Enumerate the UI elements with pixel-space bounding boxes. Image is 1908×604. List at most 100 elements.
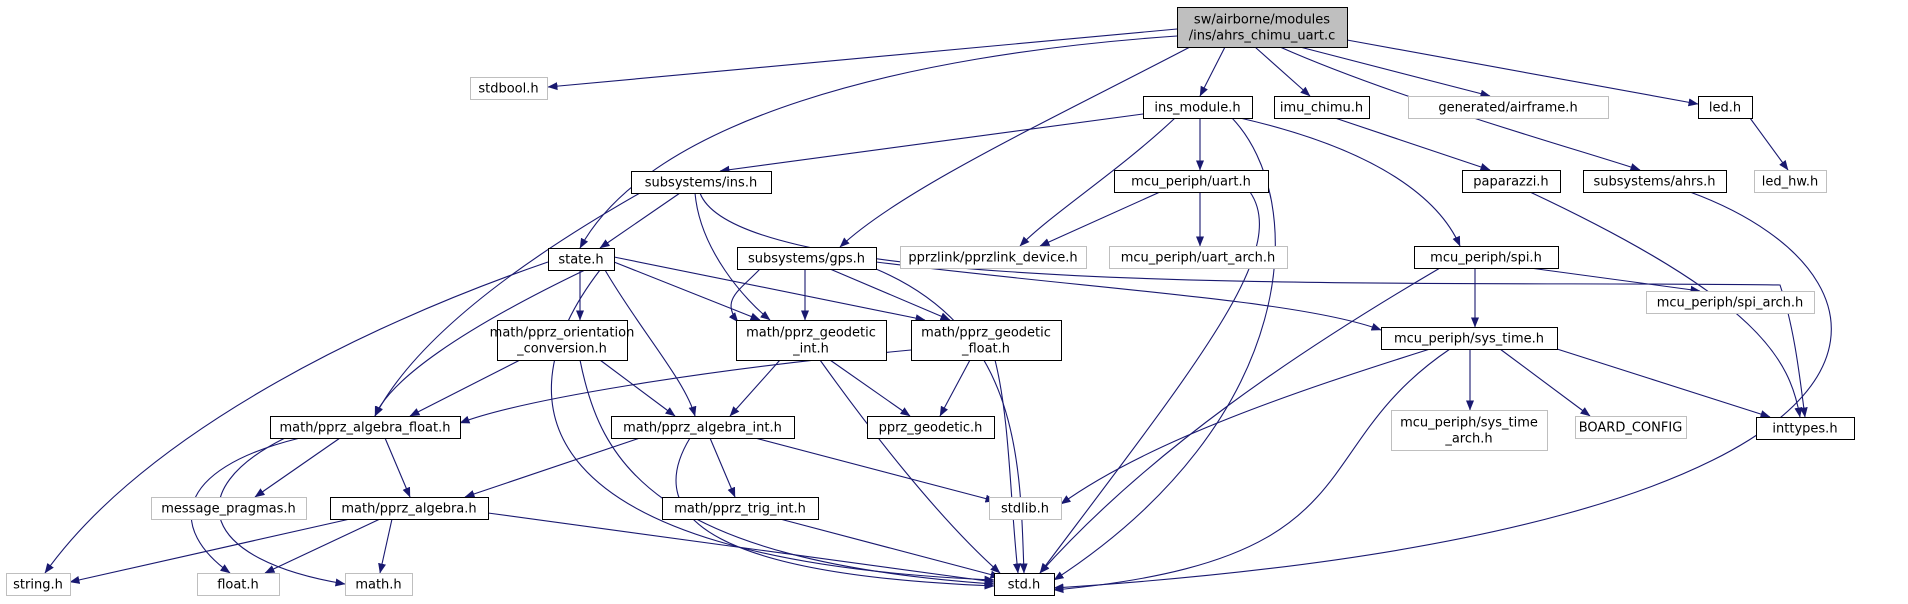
node-label: mcu_periph/uart_arch.h xyxy=(1121,251,1276,266)
node-uart[interactable]: mcu_periph/uart.h xyxy=(1114,170,1269,193)
edge-orient-to-alg_float xyxy=(409,359,521,417)
edge-arrow xyxy=(1279,46,1641,171)
node-geo-int[interactable]: math/pprz_geodetic_int.h xyxy=(736,320,887,361)
edge-arrow xyxy=(1019,117,1176,247)
node-box xyxy=(1109,246,1288,269)
edge-subsys_ins-to-state xyxy=(599,192,681,249)
edge-arrow xyxy=(579,359,995,588)
node-sys-time[interactable]: mcu_periph/sys_time.h xyxy=(1381,327,1558,350)
edge-subsys_gps-to-geo_float xyxy=(829,268,951,321)
node-pprz-geodetic[interactable]: pprz_geodetic.h xyxy=(867,416,995,439)
edge-arrow xyxy=(374,192,641,417)
edge-arrow xyxy=(675,437,995,590)
node-box xyxy=(1698,96,1753,119)
node-box xyxy=(1114,170,1269,193)
edge-sys_time-to-stdlib xyxy=(1060,348,1431,505)
node-root[interactable]: sw/airborne/modules/ins/ahrs_chimu_uart.… xyxy=(1177,7,1348,48)
node-box xyxy=(662,497,819,520)
edge-subsys_ins-to-geo_int xyxy=(694,192,771,321)
node-alg-int[interactable]: math/pprz_algebra_int.h xyxy=(611,416,795,439)
node-state[interactable]: state.h xyxy=(548,248,615,271)
node-std[interactable]: std.h xyxy=(994,573,1055,596)
node-trig-int[interactable]: math/pprz_trig_int.h xyxy=(662,497,819,520)
node-stdbool: stdbool.h xyxy=(470,77,548,100)
edge-arrow xyxy=(829,359,911,417)
edge-state-to-alg_float xyxy=(374,269,586,417)
edge-state-to-geo_float xyxy=(613,256,926,323)
edge-arrow xyxy=(819,359,1001,574)
edge-alg_float-to-math xyxy=(218,437,346,587)
edge-arrow xyxy=(754,437,996,503)
edge-arrow xyxy=(1039,191,1260,574)
edge-arrow xyxy=(254,437,341,498)
edge-arrow xyxy=(1299,46,1491,98)
edge-arrow xyxy=(409,359,521,417)
node-paparazzi[interactable]: paparazzi.h xyxy=(1462,170,1561,193)
node-geo-float[interactable]: math/pprz_geodetic_float.h xyxy=(911,320,1062,361)
edge-arrow xyxy=(729,359,781,417)
node-spi[interactable]: mcu_periph/spi.h xyxy=(1414,246,1559,269)
node-ins-module[interactable]: ins_module.h xyxy=(1143,96,1253,119)
edge-arrow xyxy=(1053,117,1276,581)
edge-arrow xyxy=(939,359,971,417)
edge-root-to-imu_chimu xyxy=(1254,46,1311,97)
node-box xyxy=(1391,410,1548,451)
edge-root-to-led xyxy=(1346,39,1699,107)
edge-geo_int-to-alg_int xyxy=(729,359,781,417)
node-label: math/pprz_geodetic xyxy=(921,326,1051,341)
node-label: string.h xyxy=(13,578,63,593)
node-led[interactable]: led.h xyxy=(1698,96,1753,119)
node-label: pprz_geodetic.h xyxy=(879,421,983,436)
edge-led-to-led_hw xyxy=(1749,117,1789,171)
edge-alg-to-string xyxy=(69,518,351,584)
node-alg-float[interactable]: math/pprz_algebra_float.h xyxy=(270,416,461,439)
node-box xyxy=(470,77,548,100)
node-box xyxy=(1414,246,1559,269)
node-subsys-gps[interactable]: subsystems/gps.h xyxy=(737,247,877,270)
edge-subsys_ins-to-inttypes xyxy=(699,192,1808,418)
edge-arrow xyxy=(1749,117,1789,171)
edge-subsys_gps-to-geo_int xyxy=(728,268,761,323)
node-stdlib: stdlib.h xyxy=(989,497,1062,520)
edge-root-to-state xyxy=(579,35,1178,249)
edge-arrow xyxy=(875,261,1382,331)
node-label: _int.h xyxy=(792,342,829,357)
node-label: math/pprz_orientation xyxy=(490,326,635,341)
edge-root-to-ins_module xyxy=(1199,46,1226,97)
node-subsys-ahrs[interactable]: subsystems/ahrs.h xyxy=(1583,170,1727,193)
node-string: string.h xyxy=(6,573,71,596)
node-label: math/pprz_geodetic xyxy=(746,326,876,341)
node-spi-arch: mcu_periph/spi_arch.h xyxy=(1646,291,1815,314)
edge-arrow xyxy=(994,359,1021,574)
edge-arrow xyxy=(1529,191,1803,418)
node-label: paparazzi.h xyxy=(1473,175,1548,190)
edge-arrow xyxy=(599,359,676,417)
node-label: sw/airborne/modules xyxy=(1194,13,1330,28)
node-orient[interactable]: math/pprz_orientation_conversion.h xyxy=(490,320,635,361)
edge-arrow xyxy=(1529,267,1701,294)
edge-alg_int-to-std xyxy=(675,437,995,590)
node-imu-chimu[interactable]: imu_chimu.h xyxy=(1274,96,1370,119)
node-label: float.h xyxy=(217,578,259,593)
node-label: message_pragmas.h xyxy=(161,502,296,517)
edge-ins_module-to-subsys_ins xyxy=(719,113,1144,174)
node-label: mcu_periph/uart.h xyxy=(1131,175,1251,190)
node-float: float.h xyxy=(197,573,280,596)
node-label: mcu_periph/sys_time xyxy=(1400,416,1538,431)
node-label: mcu_periph/sys_time.h xyxy=(1394,332,1544,347)
node-label: inttypes.h xyxy=(1772,422,1837,437)
edge-root-to-airframe xyxy=(1299,46,1491,98)
node-label: led_hw.h xyxy=(1762,175,1818,190)
node-label: _float.h xyxy=(961,342,1010,357)
node-subsys-ins[interactable]: subsystems/ins.h xyxy=(631,171,772,194)
edge-arrow xyxy=(1053,191,1832,592)
node-inttypes[interactable]: inttypes.h xyxy=(1756,417,1855,440)
node-label: subsystems/ins.h xyxy=(645,176,757,191)
node-box xyxy=(611,416,795,439)
edge-arrow xyxy=(699,192,1808,418)
edge-arrow xyxy=(1060,348,1431,505)
node-alg[interactable]: math/pprz_algebra.h xyxy=(330,497,489,520)
edge-arrow xyxy=(264,518,381,574)
edge-arrow xyxy=(613,256,926,323)
edge-alg_int-to-trig_int xyxy=(709,437,736,498)
